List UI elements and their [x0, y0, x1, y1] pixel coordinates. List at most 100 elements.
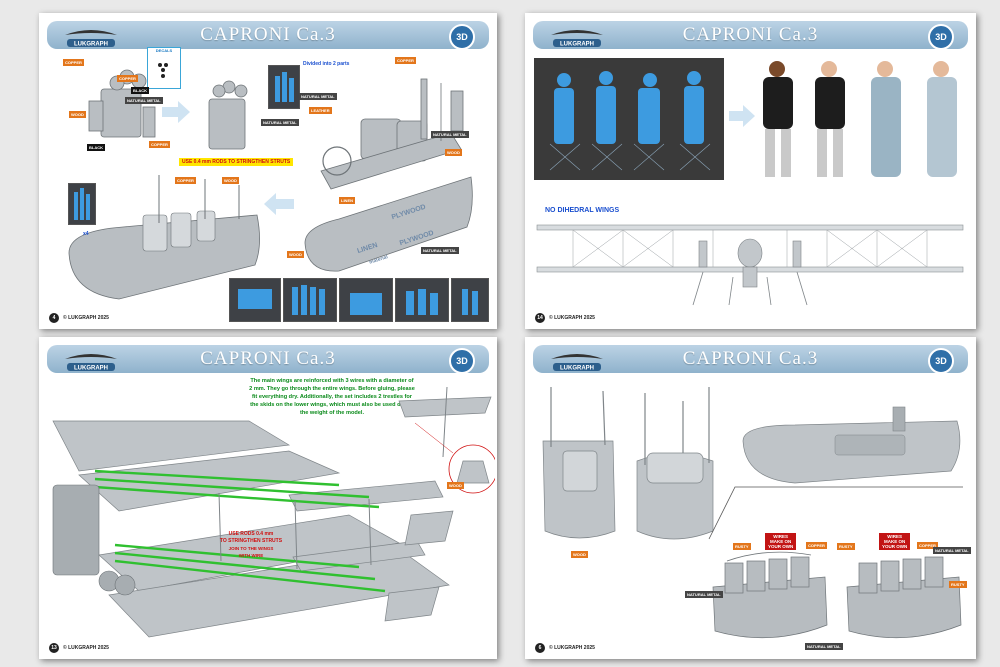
wing-reinforcement-note: The main wings are reinforced with 3 wir… [227, 377, 437, 417]
figure-print-render [534, 58, 724, 180]
print-render-4 [395, 278, 449, 322]
print-support-render [268, 65, 300, 109]
instruction-page-4: LUKGRAPH CAPRONI Ca.3 3D DECALS COPPER C… [39, 13, 497, 329]
wires-note-line: YOUR OWN [768, 544, 794, 549]
copyright-text: © LUKGRAPH 2025 [549, 645, 595, 651]
natural-metal-tag: NATURAL METAL [933, 547, 971, 554]
svg-text:LUKGRAPH: LUKGRAPH [74, 42, 108, 48]
no-dihedral-note: NO DIHEDRAL WINGS [545, 207, 620, 214]
print-render-5 [451, 278, 489, 322]
copper-tag: COPPER [117, 75, 138, 82]
lukgraph-logo: LUKGRAPH [59, 27, 123, 49]
copyright-text: © LUKGRAPH 2025 [63, 645, 109, 651]
lukgraph-logo: LUKGRAPH [545, 27, 609, 49]
wires-note-line: YOUR OWN [882, 544, 908, 549]
natural-metal-tag: NATURAL METAL [299, 93, 337, 100]
page-number: 4 [49, 313, 59, 323]
arrow-left-icon [264, 193, 294, 215]
page-footer: 14 © LUKGRAPH 2025 [535, 313, 595, 323]
linen-tag: LINEN [339, 197, 355, 204]
copper-tag: COPPER [63, 59, 84, 66]
natural-metal-tag: NATURAL METAL [125, 97, 163, 104]
arrow-right-icon [729, 105, 755, 127]
wires-note-line: WIRES [773, 534, 788, 539]
page-header: LUKGRAPH CAPRONI Ca.3 3D [533, 345, 968, 374]
page-number: 13 [49, 643, 59, 653]
wing-note-line: fit everything dry. Additionally, the se… [252, 394, 412, 400]
copper-tag: COPPER [917, 542, 938, 549]
page-title: CAPRONI Ca.3 [682, 348, 819, 369]
svg-text:LUKGRAPH: LUKGRAPH [560, 42, 594, 48]
page-header: LUKGRAPH CAPRONI Ca.3 3D [533, 21, 968, 50]
callout-line [708, 486, 963, 540]
copper-tag: COPPER [149, 141, 170, 148]
wood-tag: WOOD [447, 482, 464, 489]
3d-badge-icon: 3D [928, 348, 954, 374]
page-header: LUKGRAPH CAPRONI Ca.3 3D [47, 21, 489, 50]
engine-left-illustration [712, 551, 828, 639]
instruction-page-6: LUKGRAPH CAPRONI Ca.3 3D WOOD [525, 337, 976, 659]
wing-note-line: 2 mm. They go through the entire wings. … [249, 386, 415, 392]
natural-metal-tag: NATURAL METAL [261, 119, 299, 126]
wood-tag: WOOD [287, 251, 304, 258]
black-tag: BLACK [131, 87, 149, 94]
rusty-tag: RUSTY [837, 543, 855, 550]
page-footer: 6 © LUKGRAPH 2025 [535, 643, 595, 653]
decal-box: DECALS [147, 47, 181, 89]
page-number: 6 [535, 643, 545, 653]
upper-fuselage-illustration [742, 406, 961, 484]
rusty-tag: RUSTY [949, 581, 967, 588]
page-number: 14 [535, 313, 545, 323]
wood-tag: WOOD [222, 177, 239, 184]
wires-note: WIRES MAKE ON YOUR OWN [879, 533, 911, 550]
trestle-detail-illustration [398, 387, 495, 494]
rods-note-line: WITH WIRE [238, 553, 264, 558]
3d-badge-icon: 3D [449, 24, 475, 50]
wires-note-line: WIRES [887, 534, 902, 539]
rusty-tag: RUSTY [733, 543, 751, 550]
page-title: CAPRONI Ca.3 [200, 24, 336, 45]
divided-note: Divided into 2 parts [303, 61, 350, 67]
cockpit-tub-illustration [542, 387, 714, 540]
wires-note-line: MAKE ON [884, 539, 906, 544]
wires-note: WIRES MAKE ON YOUR OWN [765, 533, 797, 550]
fuselage-left-illustration [68, 175, 260, 300]
wood-tag: WOOD [571, 551, 588, 558]
wires-note-line: MAKE ON [770, 539, 792, 544]
black-tag: BLACK [87, 144, 105, 151]
print-render-1 [229, 278, 281, 322]
seat-assembly-illustration-2 [208, 80, 248, 150]
wing-assembly-illustration [52, 420, 454, 638]
x4-label: x4 [83, 231, 89, 237]
copper-tag: COPPER [395, 57, 416, 64]
page-footer: 4 © LUKGRAPH 2025 [49, 313, 109, 323]
svg-text:LUKGRAPH: LUKGRAPH [560, 366, 594, 372]
rods-note-line: USE RODS 0.4 mm [228, 531, 274, 537]
page-title: CAPRONI Ca.3 [682, 24, 819, 45]
copper-tag: COPPER [175, 177, 196, 184]
arrow-right-icon [162, 101, 190, 123]
fuselage-right-illustration [304, 176, 473, 272]
page-header: LUKGRAPH CAPRONI Ca.3 3D [47, 345, 489, 374]
page-footer: 13 © LUKGRAPH 2025 [49, 643, 109, 653]
print-render-3 [339, 278, 393, 322]
wing-note-line: the weight of the model. [299, 410, 365, 416]
wood-tag: WOOD [69, 111, 86, 118]
natural-metal-tag: NATURAL METAL [805, 643, 843, 650]
lukgraph-logo: LUKGRAPH [545, 351, 609, 373]
copper-tag: COPPER [806, 542, 827, 549]
lukgraph-logo: LUKGRAPH [59, 351, 123, 373]
copyright-text: © LUKGRAPH 2025 [549, 315, 595, 321]
page-title: CAPRONI Ca.3 [200, 348, 336, 369]
instruction-page-13: LUKGRAPH CAPRONI Ca.3 3D The main wings … [39, 337, 497, 659]
rods-note-line: TO STRINGTHEN STRUTS [219, 538, 283, 544]
wing-note-line: The main wings are reinforced with 3 wir… [250, 378, 414, 384]
svg-text:LUKGRAPH: LUKGRAPH [74, 366, 108, 372]
3d-badge-icon: 3D [449, 348, 475, 374]
use-rods-note: USE RODS 0.4 mm TO STRINGTHEN STRUTS JOI… [211, 531, 291, 559]
leather-tag: LEATHER [309, 107, 332, 114]
natural-metal-tag: NATURAL METAL [421, 247, 459, 254]
natural-metal-tag: NATURAL METAL [685, 591, 723, 598]
instruction-page-14: LUKGRAPH CAPRONI Ca.3 3D NO DIHEDRAL WIN… [525, 13, 976, 329]
use-rods-note: USE 0.4 mm RODS TO STRINGTHEN STRUTS [179, 158, 294, 166]
